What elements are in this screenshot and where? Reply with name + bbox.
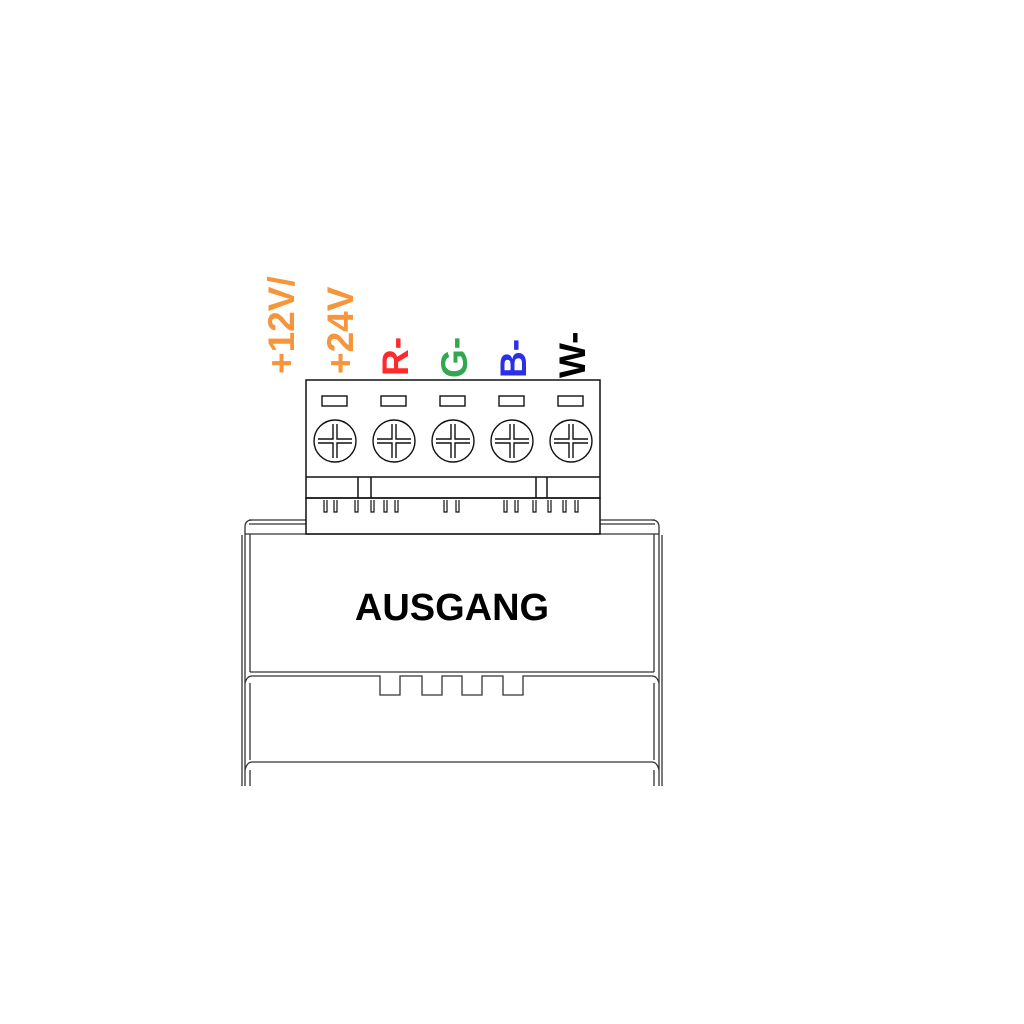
- wire-slot: [439, 395, 466, 407]
- terminal-label-g-minus: G-: [434, 337, 475, 378]
- wire-slot: [380, 395, 407, 407]
- housing-label: AUSGANG: [355, 587, 549, 629]
- terminal-label-b-minus: B-: [493, 339, 534, 378]
- screw-cross: [436, 424, 470, 458]
- screw-cross: [318, 424, 352, 458]
- terminal-block: [305, 379, 601, 535]
- screw-cross: [495, 424, 529, 458]
- screw-cross: [554, 424, 588, 458]
- screw-icon: [372, 419, 416, 463]
- terminal-label-v-plus-line1: +12V/: [261, 276, 302, 374]
- screw-icon: [549, 419, 593, 463]
- screw-icon: [490, 419, 534, 463]
- terminal-g-minus: [431, 395, 475, 463]
- device-housing: [241, 519, 663, 786]
- screw-icon: [431, 419, 475, 463]
- terminal-label-r-minus: R-: [375, 337, 416, 376]
- terminal-r-minus: [372, 395, 416, 463]
- screw-icon: [313, 419, 357, 463]
- terminal-v-plus: [313, 395, 357, 463]
- terminal-b-minus: [490, 395, 534, 463]
- terminal-label-v-plus-line2: +24V: [320, 286, 361, 374]
- wire-slot: [321, 395, 348, 407]
- terminal-w-minus: [549, 395, 593, 463]
- wire-slot: [498, 395, 525, 407]
- terminal-label-w-minus: W-: [552, 331, 593, 378]
- screw-cross: [377, 424, 411, 458]
- wire-slot: [557, 395, 584, 407]
